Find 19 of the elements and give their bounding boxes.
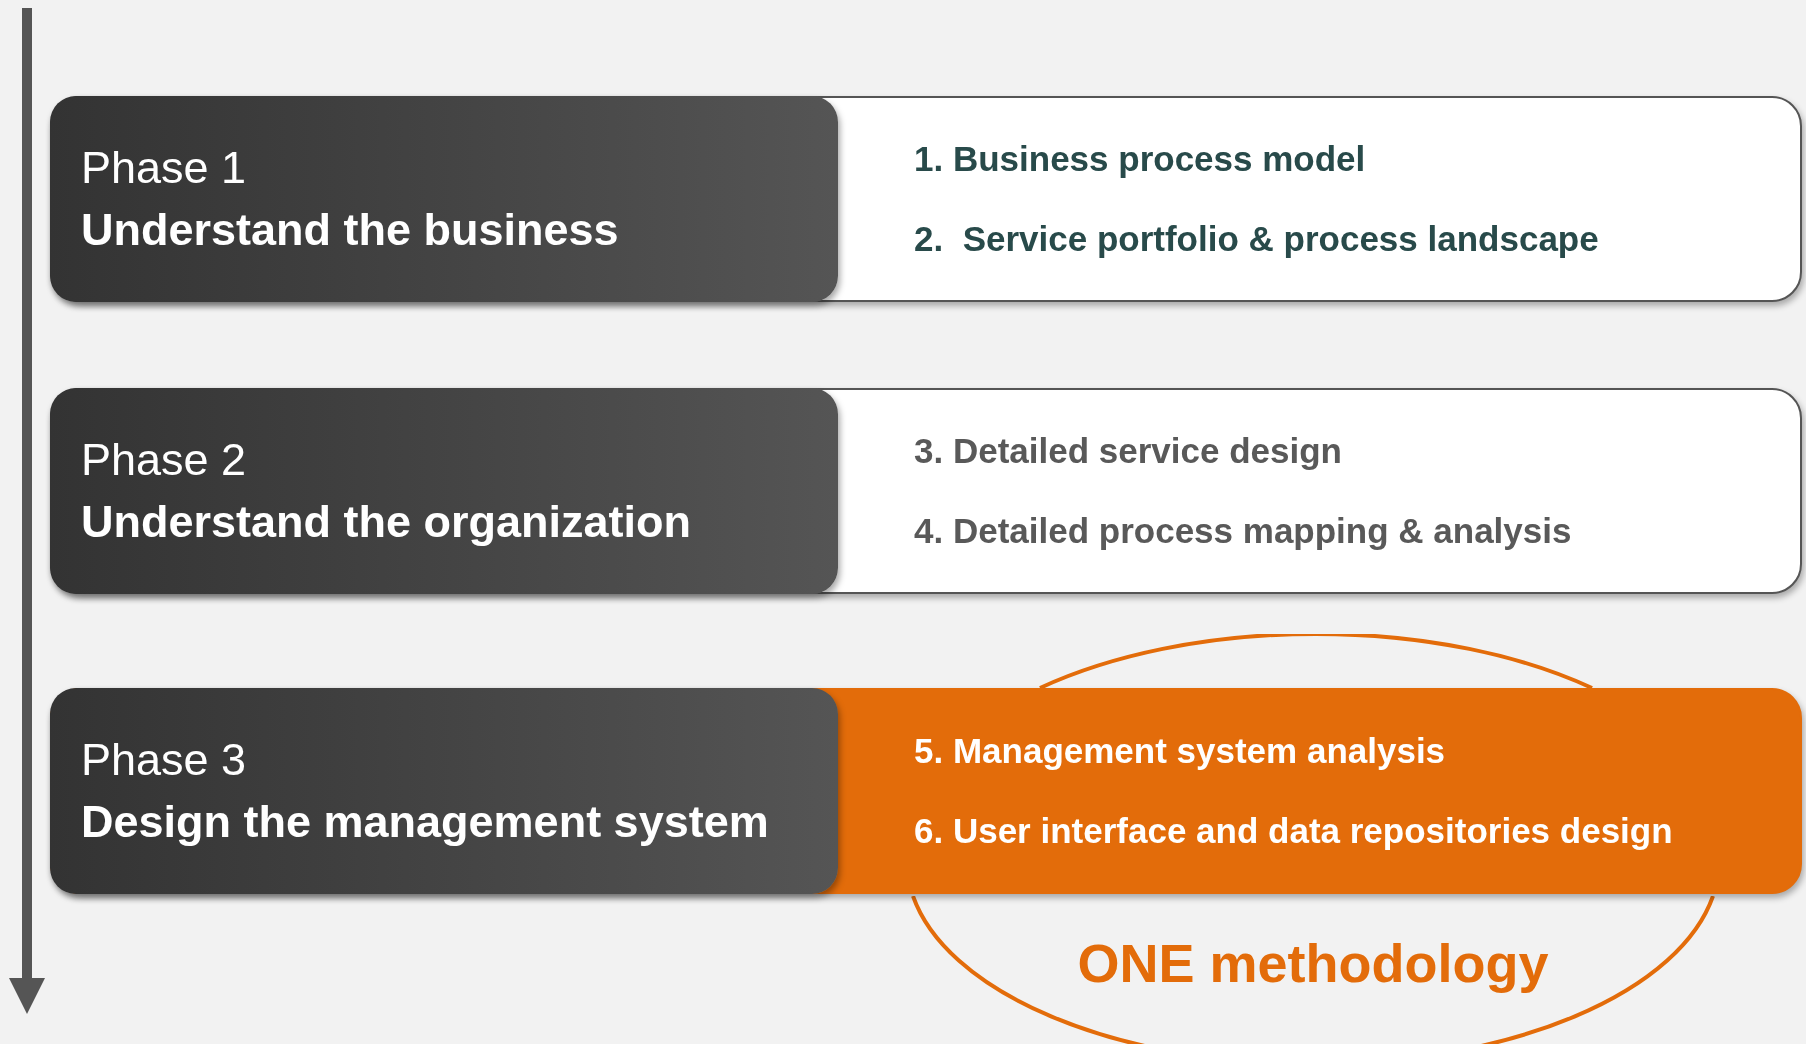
phase-number: Phase 1 <box>81 141 247 195</box>
step-item: 3. Detailed service design <box>914 430 1342 472</box>
step-band <box>50 688 1802 894</box>
phase-number: Phase 3 <box>81 733 247 787</box>
step-band <box>50 388 1802 594</box>
phase-box <box>50 96 838 302</box>
phase-box <box>50 688 838 894</box>
step-item: 2. Service portfolio & process landscape <box>914 218 1599 260</box>
step-item: 1. Business process model <box>914 138 1366 180</box>
oval-label: ONE methodology <box>1077 932 1549 994</box>
phase-title: Understand the business <box>81 203 619 257</box>
phase-box <box>50 388 838 594</box>
step-band <box>50 96 1802 302</box>
step-item: 6. User interface and data repositories design <box>914 810 1673 852</box>
phase-title: Understand the organization <box>81 495 692 549</box>
step-item: 4. Detailed process mapping & analysis <box>914 510 1572 552</box>
phase-number: Phase 2 <box>81 433 247 487</box>
phase-title: Design the management system <box>81 795 769 849</box>
step-item: 5. Management system analysis <box>914 730 1446 772</box>
